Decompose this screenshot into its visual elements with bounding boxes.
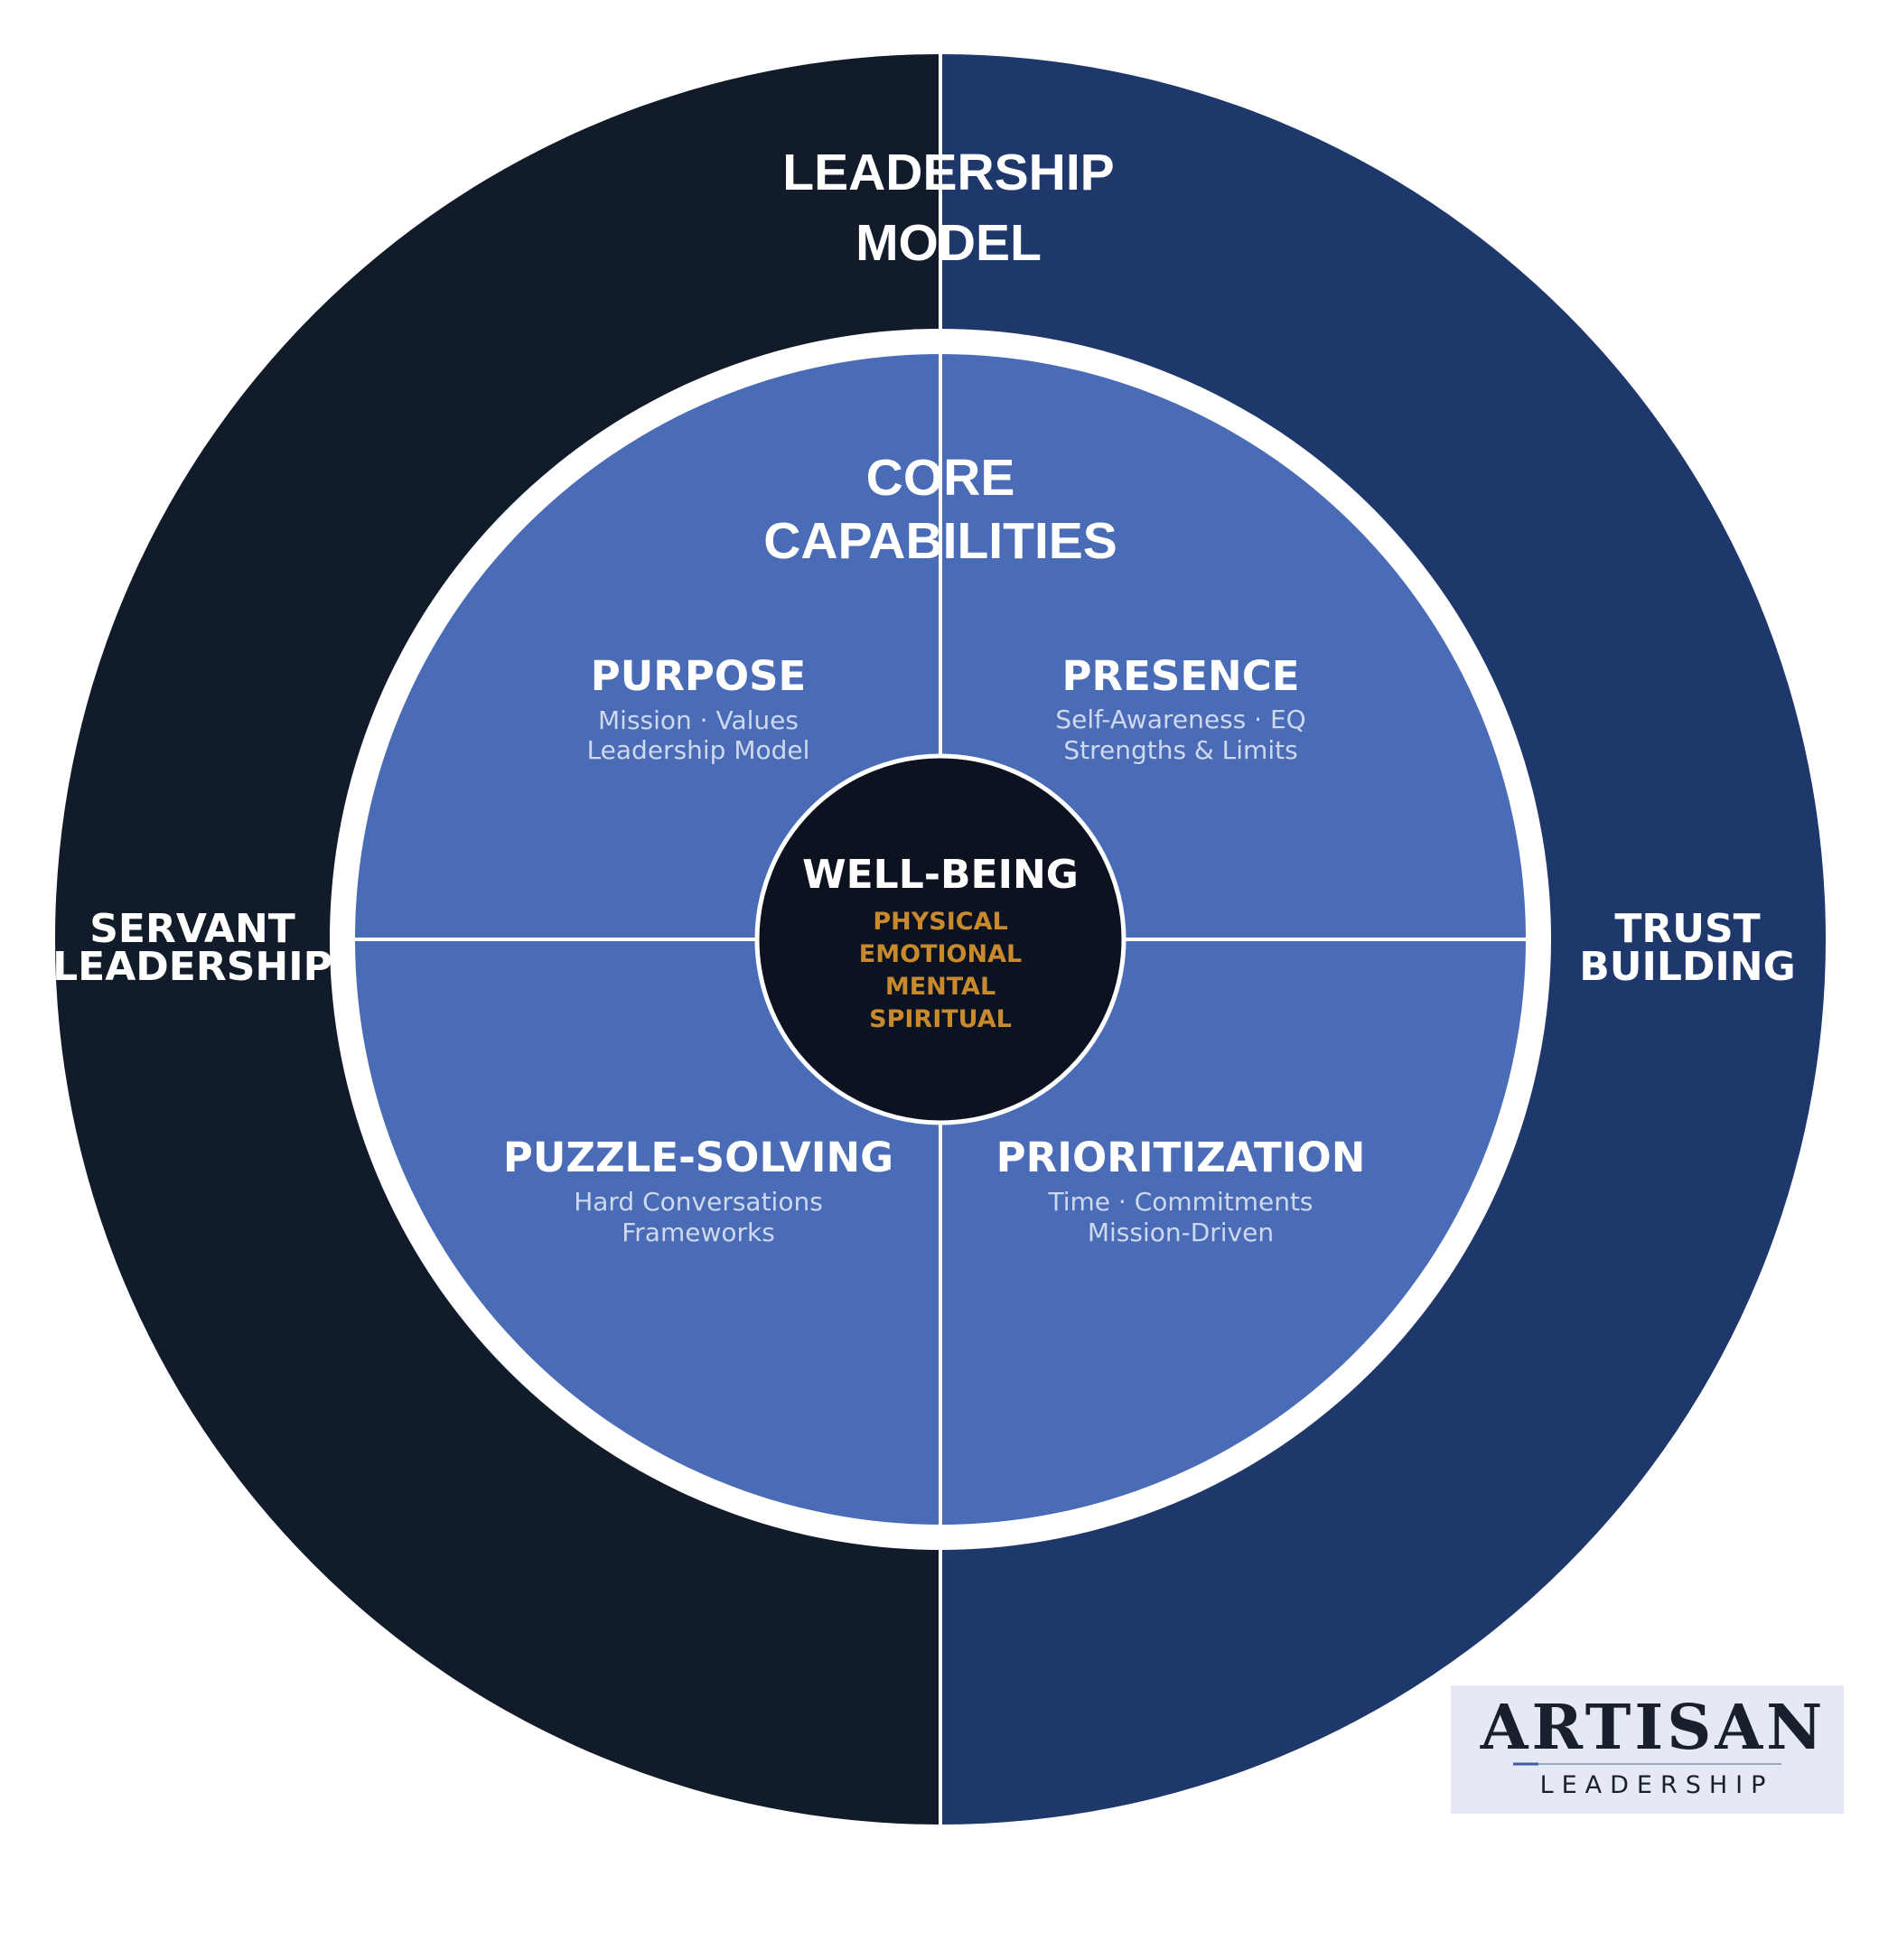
core-title-line-1: CORE: [866, 449, 1015, 507]
purpose-title: PURPOSE: [591, 652, 807, 700]
puzzle-solving-line-2: Frameworks: [622, 1218, 775, 1247]
outer-title-line-1: LEADERSHIP: [782, 144, 1114, 201]
servant-leadership-line-2: LEADERSHIP: [52, 944, 332, 990]
logo-sub-text: LEADERSHIP: [1540, 1771, 1774, 1799]
prioritization-title: PRIORITIZATION: [996, 1134, 1366, 1181]
wellbeing-item-mental: MENTAL: [885, 973, 996, 1001]
prioritization-line-2: Mission-Driven: [1088, 1218, 1274, 1247]
outer-title-line-2: MODEL: [855, 214, 1042, 272]
prioritization-line-1: Time · Commitments: [1047, 1187, 1313, 1217]
puzzle-solving-title: PUZZLE-SOLVING: [503, 1134, 893, 1181]
trust-building-line-1: TRUST: [1614, 906, 1760, 952]
core-title-line-2: CAPABILITIES: [763, 512, 1117, 570]
wellbeing-circle: [754, 753, 1126, 1125]
puzzle-solving-line-1: Hard Conversations: [574, 1187, 823, 1217]
purpose-line-1: Mission · Values: [598, 705, 799, 735]
wellbeing-title: WELL-BEING: [802, 852, 1079, 898]
artisan-leadership-logo: ARTISAN LEADERSHIP: [1451, 1685, 1844, 1814]
presence-line-2: Strengths & Limits: [1063, 735, 1297, 765]
wellbeing-item-emotional: EMOTIONAL: [859, 940, 1022, 968]
logo-background: [1451, 1685, 1844, 1814]
logo-main-text: ARTISAN: [1480, 1692, 1827, 1764]
servant-leadership-line-1: SERVANT: [89, 906, 295, 952]
trust-building-line-2: BUILDING: [1579, 944, 1796, 990]
purpose-line-2: Leadership Model: [587, 735, 810, 765]
presence-title: PRESENCE: [1062, 652, 1300, 700]
wellbeing-item-spiritual: SPIRITUAL: [869, 1005, 1012, 1033]
presence-line-1: Self-Awareness · EQ: [1055, 705, 1305, 734]
wellbeing-item-physical: PHYSICAL: [873, 908, 1007, 936]
